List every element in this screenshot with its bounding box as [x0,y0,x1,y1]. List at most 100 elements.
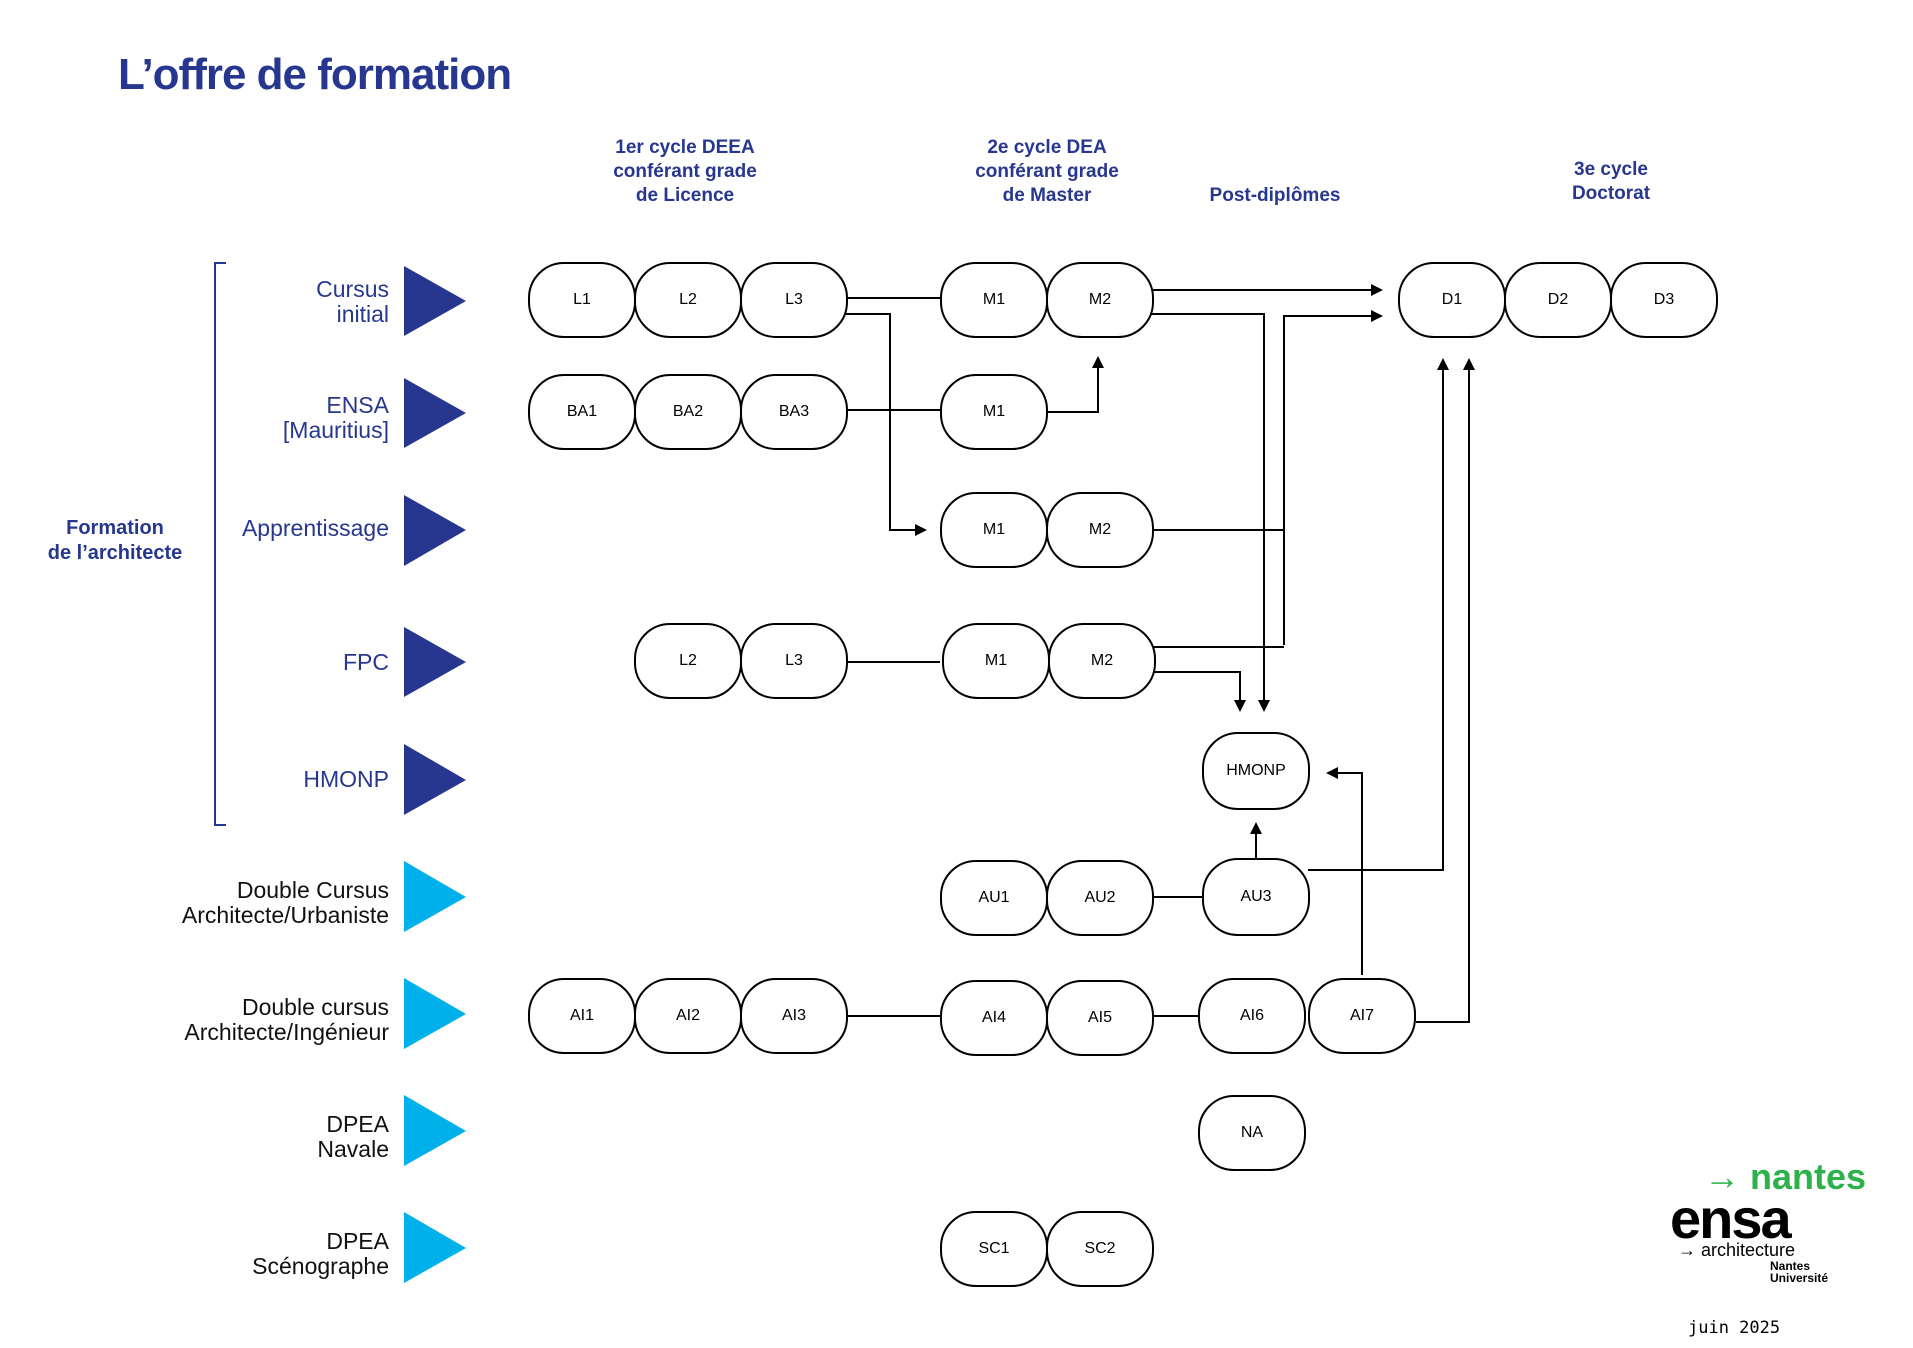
row-label-ensa: ENSA[Mauritius] [283,393,389,443]
row-label-line: Apprentissage [241,515,389,541]
logo-ensa-text: ensa [1670,1187,1792,1250]
connector [1326,767,1363,975]
row-label-line: DPEA [326,1111,389,1137]
date-label: juin 2025 [1688,1318,1781,1338]
connector [1308,358,1449,871]
column-head-cycle2: 2e cycle DEA conférant grade de Master [942,136,1152,208]
node-BA2: BA2 [634,374,742,450]
logo-architecture-text: → architecture [1678,1240,1796,1260]
group-label-line: Formation [66,517,164,539]
column-head-line: Post-diplômes [1209,185,1341,206]
group-label-formation: Formation de l’architecte [30,516,200,566]
node-NA: NA [1198,1095,1306,1171]
node-D2: D2 [1504,262,1612,338]
row-triangle-double-au [404,861,466,932]
row-label-line: FPC [343,649,389,675]
row-label-line: ENSA [326,392,389,418]
node-D1: D1 [1398,262,1506,338]
row-triangle-dpea-sceno [404,1212,466,1283]
node-AI6: AI6 [1198,978,1306,1054]
connector [1046,356,1104,413]
column-head-line: Doctorat [1571,183,1651,204]
column-head-line: 2e cycle DEA [987,137,1107,158]
node-AI3: AI3 [740,978,848,1054]
connector [1283,310,1383,645]
node-AI2: AI2 [634,978,742,1054]
row-triangle-cursus [404,266,466,336]
node-AU1: AU1 [940,860,1048,936]
node-appr-M1: M1 [940,492,1048,568]
node-HMONP: HMONP [1202,732,1310,810]
logo-univ-line: Université [1770,1271,1829,1285]
node-ensa-M1: M1 [940,374,1048,450]
row-label-line: Navale [317,1136,389,1162]
column-head-line: conférant grade [975,161,1119,182]
column-head-line: 1er cycle DEEA [615,137,755,158]
node-fpc-M2: M2 [1048,623,1156,699]
node-AU3: AU3 [1202,858,1310,936]
column-head-cycle1: 1er cycle DEEA conférant grade de Licenc… [580,136,790,208]
logo-nantes-text: → nantes [1704,1156,1867,1197]
connector [1152,671,1246,712]
node-BA3: BA3 [740,374,848,450]
row-label-line: Architecte/Ingénieur [184,1019,389,1045]
row-triangle-apprentissage [404,495,466,566]
node-AI4: AI4 [940,980,1048,1056]
node-L3: L3 [740,262,848,338]
row-label-fpc: FPC [343,650,389,675]
node-AI1: AI1 [528,978,636,1054]
node-fpc-L2: L2 [634,623,742,699]
ensa-nantes-logo: → nantes ensa → architecture Nantes Univ… [1670,1156,1870,1286]
row-label-line: Cursus [316,276,389,302]
node-M1: M1 [940,262,1048,338]
connector [1416,358,1475,1023]
column-head-line: de Master [1002,185,1092,206]
node-L1: L1 [528,262,636,338]
connector [845,313,927,536]
connector-lines [845,284,1475,1023]
logo-university: Nantes Université [1770,1260,1828,1284]
column-head-post: Post-diplômes [1170,184,1380,208]
row-triangle-fpc [404,627,466,697]
column-head-line: de Licence [635,185,735,206]
column-head-line: conférant grade [613,161,757,182]
node-fpc-M1: M1 [942,623,1050,699]
row-triangle-ensa [404,378,466,448]
row-label-line: initial [336,301,389,327]
row-triangle-double-ai [404,978,466,1049]
node-D3: D3 [1610,262,1718,338]
node-SC1: SC1 [940,1211,1048,1287]
group-label-line: de l’architecte [47,542,183,564]
node-L2: L2 [634,262,742,338]
node-AU2: AU2 [1046,860,1154,936]
row-label-line: Architecte/Urbaniste [181,902,389,928]
row-label-line: [Mauritius] [282,417,389,443]
column-head-line: 3e cycle [1574,159,1648,180]
row-label-line: Scénographe [252,1253,389,1279]
row-label-line: HMONP [303,766,389,792]
row-triangle-hmonp [404,744,466,815]
row-label-line: Double cursus [241,994,389,1020]
row-label-line: Double Cursus [236,877,389,903]
group-bracket [214,262,226,826]
node-BA1: BA1 [528,374,636,450]
column-head-cycle3: 3e cycle Doctorat [1506,158,1716,206]
page-title: L’offre de formation [118,50,512,99]
row-label-hmonp: HMONP [303,767,389,792]
node-appr-M2: M2 [1046,492,1154,568]
logo-univ-line: Nantes [1770,1259,1811,1273]
connector [1150,313,1270,712]
row-triangle-dpea-navale [404,1095,466,1166]
row-label-line: DPEA [326,1228,389,1254]
node-AI7: AI7 [1308,978,1416,1054]
node-fpc-L3: L3 [740,623,848,699]
node-M2: M2 [1046,262,1154,338]
node-AI5: AI5 [1046,980,1154,1056]
